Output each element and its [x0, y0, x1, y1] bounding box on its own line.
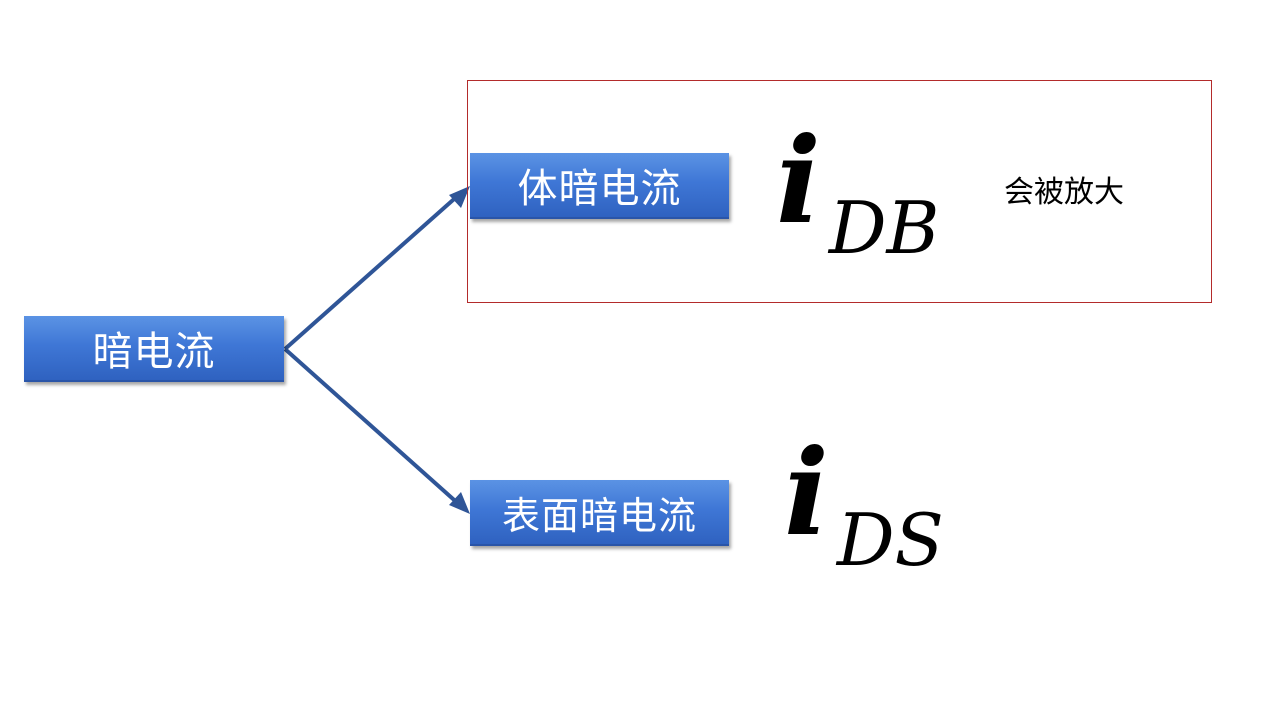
arrow-to-bulk	[283, 190, 464, 351]
arrow-to-surface	[283, 347, 464, 509]
root-node-dark-current: 暗电流	[24, 316, 284, 382]
bulk-highlight-frame	[467, 80, 1212, 303]
amplified-note: 会被放大	[1004, 175, 1124, 210]
symbol-i-ds-subscript: DS	[836, 498, 944, 582]
symbol-i-db-subscript: DB	[828, 186, 940, 270]
symbol-i-db-main: i	[776, 111, 821, 250]
arrowhead-surface	[449, 492, 470, 514]
symbol-i-ds-main: i	[784, 423, 829, 562]
branch-node-bulk-dark-current: 体暗电流	[470, 153, 729, 219]
branch-node-surface-dark-current: 表面暗电流	[470, 480, 729, 546]
